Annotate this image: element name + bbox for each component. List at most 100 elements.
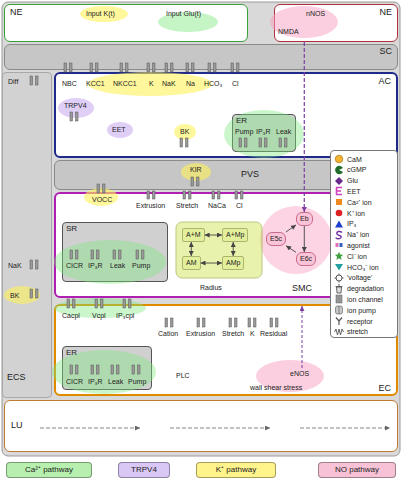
region-label: NE [379, 7, 392, 17]
ion-channel-symbol [113, 250, 116, 259]
text-holder: ER [66, 349, 77, 357]
ion-channel-symbol [76, 250, 79, 259]
region-label: PVS [241, 169, 259, 179]
label-holder: eNOS [290, 370, 309, 377]
text-holder: SR [66, 225, 77, 233]
pathway-highlight [80, 6, 128, 22]
label-holder: Input Glu(t) [166, 10, 201, 17]
ion-channel-symbol [117, 365, 120, 374]
pathway-highlight [54, 298, 146, 318]
ion-channel-symbol [70, 365, 73, 374]
sodium-symbol [336, 231, 342, 238]
pathway-highlight [52, 350, 156, 394]
label-holder: nNOS [306, 10, 325, 17]
legend-text: Cl⁻ ion [347, 253, 367, 260]
ion-channel-symbol [165, 63, 168, 72]
component-label: NaK [8, 262, 22, 269]
component-label: Leak [108, 378, 123, 385]
legend-text-holder: ion pump [347, 307, 376, 314]
legend-text-holder: Ca²⁺ ion [347, 199, 372, 206]
cam-symbol [335, 155, 343, 163]
legend-text-holder: degradation [347, 285, 384, 292]
no-diffusion-wire [302, 306, 303, 368]
pathway-legend-item: TRPV4 [118, 462, 170, 478]
ion-channel-symbol [186, 63, 189, 72]
legend-text: CaM [347, 156, 362, 163]
label-holder: NaCa [208, 202, 226, 209]
label-holder: HCO₃ [204, 80, 222, 87]
ion-channel-symbol [120, 63, 123, 72]
ion-channel-symbol [279, 138, 282, 147]
legend-text: Na⁺ ion [347, 231, 369, 238]
component-label: NBC [62, 80, 77, 87]
component-label: KCC1 [86, 80, 105, 87]
pathway-highlight [224, 110, 304, 158]
region-label: SR [66, 224, 77, 233]
label-holder: KCC1 [86, 80, 105, 87]
component-label: Leak [110, 262, 125, 269]
reaction-arrow [201, 263, 223, 264]
legend-symbol [334, 262, 344, 272]
label-holder: Pump [235, 128, 253, 135]
legend-text-holder: agonist [347, 242, 370, 249]
chloride-symbol [335, 252, 343, 260]
stretch-symbol [335, 329, 344, 335]
ion-channel-symbol [248, 318, 251, 327]
ion-channel-symbol [132, 365, 135, 374]
ion-channel-symbol [70, 112, 73, 121]
label-holder: Pump [132, 262, 150, 269]
text-holder: LU [11, 421, 23, 430]
pump-symbol [339, 306, 340, 314]
component-label: Pump [128, 378, 146, 385]
reaction-arrow [304, 226, 305, 252]
text-holder: ER [236, 117, 247, 125]
ion-channel-symbol [192, 63, 195, 72]
component-label: Stretch [222, 330, 244, 337]
region-label: SMC [292, 283, 312, 293]
legend-text-holder: IP₃ [347, 220, 356, 227]
component-label: Stretch [176, 202, 198, 209]
agonist-symbol [340, 243, 343, 247]
ion-channel-symbol [235, 191, 238, 199]
flow-arrow [170, 428, 270, 429]
ion-channel-symbol [197, 318, 200, 327]
legend-symbol [334, 230, 344, 240]
label-holder: BK [180, 128, 189, 135]
legend-text-holder: Ca²⁺ pathway [6, 466, 92, 474]
ion-channel-symbol [136, 250, 139, 259]
eet-symbol [336, 188, 342, 195]
component-label: Cl [232, 80, 239, 87]
text-holder: AC [378, 77, 391, 86]
component-label: CICR [66, 262, 83, 269]
reaction-arrow [286, 246, 296, 253]
component-label: NaCa [208, 202, 226, 209]
pathway-highlight [270, 6, 338, 38]
ion-channel-symbol [111, 365, 114, 374]
legend-text: TRPV4 [131, 465, 157, 474]
flow-arrow [40, 428, 140, 429]
pathway-highlight [4, 286, 40, 304]
legend-text: IP₃ [347, 220, 356, 227]
ion-channel-symbol [239, 138, 242, 147]
label-holder: TRPV4 [64, 102, 87, 109]
component-label: IP₃cpl [116, 312, 134, 319]
ion-channel-symbol [123, 299, 126, 308]
label-holder: IP₃R [88, 262, 103, 269]
ion-channel-symbol [30, 260, 33, 269]
reaction-arrow [286, 225, 296, 232]
reaction-arrow [205, 235, 222, 236]
component-label: Input Glu(t) [166, 10, 201, 17]
ip3-symbol [335, 220, 343, 227]
component-label: PLC [176, 372, 190, 379]
label-holder: EET [112, 126, 126, 133]
text-holder: NE [379, 8, 392, 17]
label-holder: Vcpl [92, 312, 106, 319]
ion-channel-symbol [96, 63, 99, 72]
label-holder: BK [10, 292, 19, 299]
component-label: eNOS [290, 370, 309, 377]
label-holder: CICR [66, 262, 83, 269]
ion-channel-symbol [165, 318, 168, 327]
label-holder: Leak [276, 128, 291, 135]
label-holder: K [250, 330, 255, 337]
voltage-symbol [335, 273, 344, 282]
